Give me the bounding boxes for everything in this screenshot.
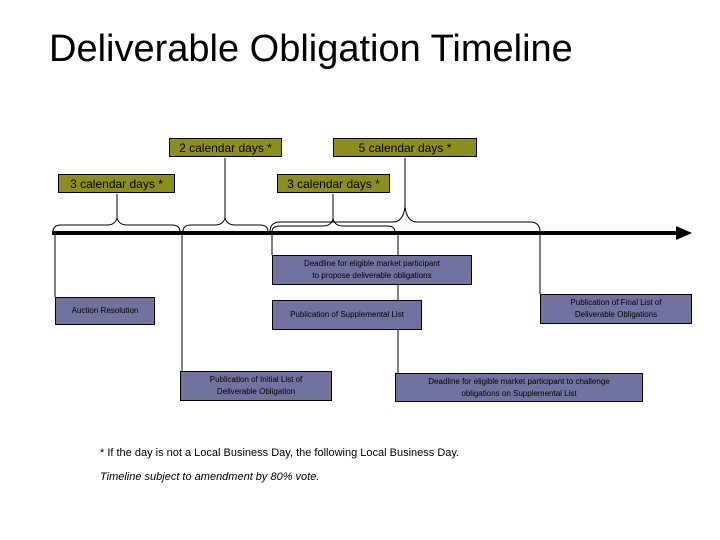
event-label-line: Publication of Final List of [570,298,662,307]
timeline-arrowhead-icon [676,226,692,240]
duration-label: 3 calendar days * [70,176,163,191]
duration-box-5-calendar-days: 5 calendar days * [333,138,477,157]
slide-title: Deliverable Obligation Timeline [49,28,573,70]
event-box-propose-deadline: Deadline for eligible market participant… [272,255,472,285]
event-label-line: Deadline for eligible market participant… [428,376,610,386]
event-box-final-list: Publication of Final List of Deliverable… [540,294,692,324]
brace-3-days-second [271,217,396,233]
event-box-challenge-deadline: Deadline for eligible market participant… [395,373,643,402]
duration-label: 5 calendar days * [358,140,452,155]
event-label-line: Deliverable Obligation [216,387,296,396]
event-label-line: Publication of Supplemental List [290,310,404,319]
event-label-line: Deadline for eligible market participant [303,259,441,268]
duration-label: 2 calendar days * [179,140,272,155]
event-box-initial-list: Publication of Initial List of Deliverab… [180,371,332,401]
event-label-line: Publication of Initial List of [209,375,303,384]
event-label-line: to propose deliverable obligations [312,271,432,280]
footnote-business-day: * If the day is not a Local Business Day… [100,447,460,459]
brace-5-days [269,206,541,233]
duration-box-3-calendar-days-first: 3 calendar days * [58,174,175,193]
brace-2-days [182,216,269,233]
event-box-auction-resolution: Auction Resolution [55,297,155,325]
event-label-line: obligations on Supplemental List [461,388,577,398]
duration-label: 3 calendar days * [287,176,380,191]
duration-box-3-calendar-days-second: 3 calendar days * [277,174,390,193]
event-label-line: Auction Resolution [71,306,139,315]
footnote-amendment: Timeline subject to amendment by 80% vot… [100,471,320,483]
brace-3-days-first [52,216,181,233]
duration-box-2-calendar-days: 2 calendar days * [169,138,282,157]
event-label-line: Deliverable Obligations [574,310,658,319]
event-box-supplemental-list: Publication of Supplemental List [272,300,422,330]
